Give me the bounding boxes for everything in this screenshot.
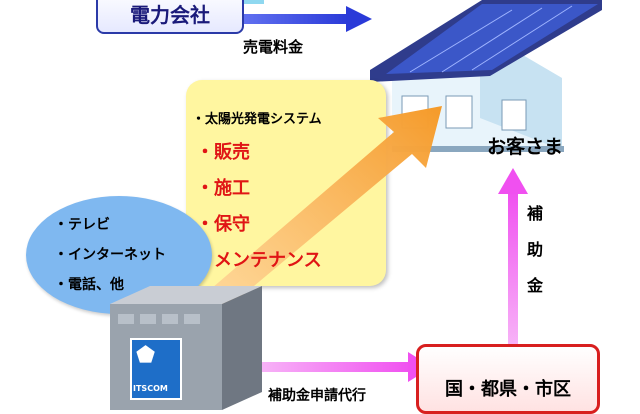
- services-arrow: [198, 106, 442, 316]
- government-box: 国・都県・市区: [416, 344, 600, 414]
- subsidy-arrow: [498, 168, 528, 344]
- sell-electricity-arrow: [244, 6, 372, 32]
- service-item-servicing: ・メンテナンス: [196, 250, 322, 271]
- supply-line-segment: [244, 0, 264, 4]
- power-company-label: 電力会社: [130, 3, 210, 27]
- media-item-internet: ・インターネット: [54, 247, 166, 263]
- service-item-maintenance: ・保守: [196, 214, 250, 235]
- sell-electricity-label: 売電料金: [243, 38, 304, 56]
- government-label: 国・都県・市区: [445, 379, 571, 400]
- service-item-construction: ・施工: [196, 178, 250, 199]
- power-company-box: 電力会社: [96, 0, 244, 34]
- service-item-sales: ・販売: [196, 142, 250, 163]
- services-title: ・太陽光発電システム: [192, 112, 322, 127]
- application-proxy-label: 補助金申請代行: [268, 388, 366, 404]
- itscom-logo: [130, 338, 182, 400]
- subsidy-label: 補助金: [527, 204, 544, 295]
- itscom-logo-mark: ⬟: [136, 343, 155, 368]
- customer-label: お客さま: [487, 136, 564, 158]
- itscom-logo-text: ITSCOM: [133, 384, 168, 393]
- media-item-tv: ・テレビ: [54, 217, 110, 233]
- media-item-phone: ・電話、他: [54, 277, 124, 293]
